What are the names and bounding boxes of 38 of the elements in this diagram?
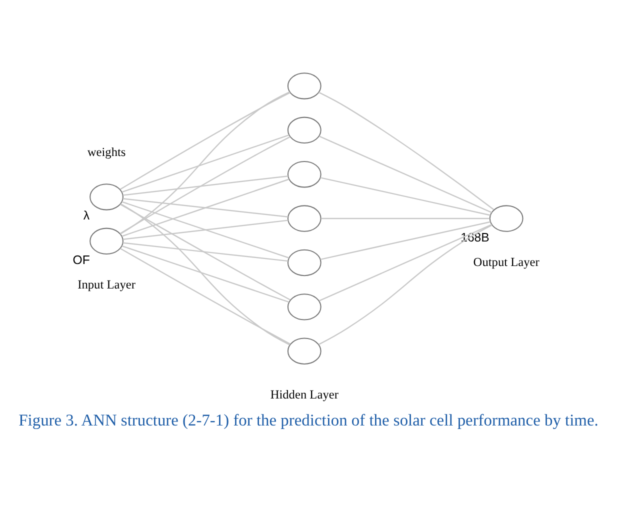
node-circle (287, 116, 322, 144)
connector (320, 221, 491, 260)
label: Hidden Layer (270, 388, 338, 402)
node-circle (287, 160, 322, 188)
connector (318, 136, 492, 214)
label: Input Layer (78, 278, 136, 292)
connector (120, 204, 290, 300)
connector (122, 220, 288, 240)
node-circle (287, 249, 322, 276)
connector (122, 178, 290, 237)
node-label: λ (83, 208, 90, 223)
label: weights (87, 144, 126, 159)
connector (120, 136, 290, 234)
label: Output Layer (473, 254, 540, 269)
connector (122, 245, 290, 303)
node-circle (287, 338, 322, 364)
connector (122, 134, 290, 193)
node-circle (287, 294, 322, 320)
caption: Figure 3. ANN structure (2-7-1) for the prediction of the solar cell performance by time. (18, 410, 598, 430)
node-circle (287, 72, 322, 100)
connector (122, 201, 290, 258)
connector (122, 198, 288, 218)
node-circle (287, 205, 322, 232)
connector (320, 177, 491, 216)
connector (120, 91, 290, 234)
connector (318, 92, 494, 210)
connector (318, 224, 492, 302)
node-circle (90, 228, 124, 255)
node-circle (489, 205, 524, 232)
connector (120, 92, 290, 190)
node-label: OF (72, 252, 90, 267)
connector (122, 176, 288, 196)
connector (321, 218, 490, 220)
connector (318, 224, 492, 346)
connector (120, 203, 290, 346)
connector (120, 248, 290, 345)
node-circle (90, 184, 124, 210)
connector (122, 242, 288, 262)
